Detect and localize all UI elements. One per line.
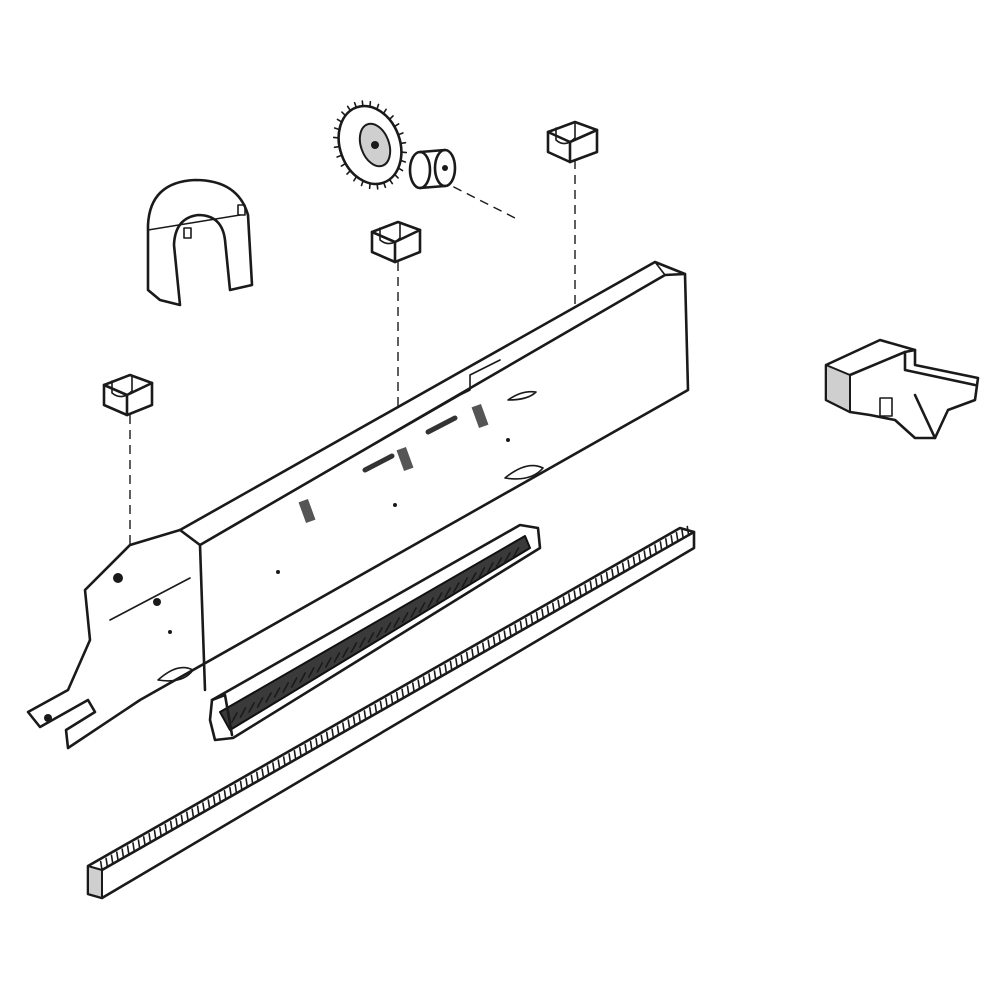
spool [408,148,457,190]
damper [208,523,542,742]
leader-lines [129,160,576,545]
gear-rack [86,525,696,900]
clip-top-middle [370,220,422,264]
end-cap [146,178,254,307]
clip-left [102,373,154,417]
main-rail [26,260,690,750]
clip-top-right [546,120,599,164]
bracket [824,338,980,440]
gear [332,100,408,190]
